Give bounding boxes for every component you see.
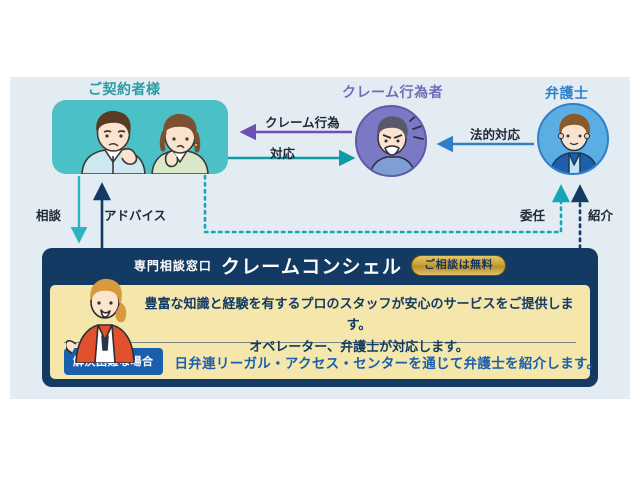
- node-label-contractor: ご契約者様: [88, 81, 161, 97]
- service-description-line-1: 豊富な知識と経験を有するプロのスタッフが安心のサービスをご提供します。: [144, 296, 574, 333]
- service-card-body: 豊富な知識と経験を有するプロのスタッフが安心のサービスをご提供します。 オペレー…: [50, 285, 598, 379]
- two-people-worried-icon: [81, 110, 209, 174]
- divider: [64, 342, 576, 343]
- service-card-footer: 解決困難な場合 日弁連リーガル・アクセス・センターを通じて弁護士を紹介します。: [64, 348, 598, 375]
- node-label-lawyer: 弁護士: [545, 85, 589, 101]
- arrow-label-legal-action: 法的対応: [470, 128, 521, 142]
- service-card-header: 専門相談窓口 クレームコンシェル ご相談は無料: [42, 248, 598, 283]
- referral-text: 日弁連リーガル・アクセス・センターを通じて弁護士を紹介します。: [174, 355, 599, 371]
- service-card-title: クレームコンシェル: [220, 257, 403, 278]
- node-contractor: [52, 100, 228, 174]
- arrow-label-response: 対応: [270, 147, 296, 161]
- operator-woman-icon: [66, 278, 135, 363]
- node-label-claimer: クレーム行為者: [342, 84, 444, 100]
- service-card: 専門相談窓口 クレームコンシェル ご相談は無料 豊富な知識と経験を有するプロのス…: [42, 248, 598, 387]
- arrow-label-entrust: 委任: [520, 209, 546, 223]
- arrow-label-claim-act: クレーム行為: [265, 116, 340, 130]
- free-consultation-badge: ご相談は無料: [411, 254, 507, 277]
- angry-person-icon: [369, 114, 424, 175]
- arrow-label-introduce: 紹介: [588, 209, 614, 223]
- node-lawyer: [537, 103, 609, 175]
- arrow-label-advice: アドバイス: [104, 209, 167, 223]
- arrow-label-consult: 相談: [36, 209, 62, 223]
- service-card-kicker: 専門相談窓口: [133, 259, 212, 273]
- node-claimer: [355, 105, 427, 177]
